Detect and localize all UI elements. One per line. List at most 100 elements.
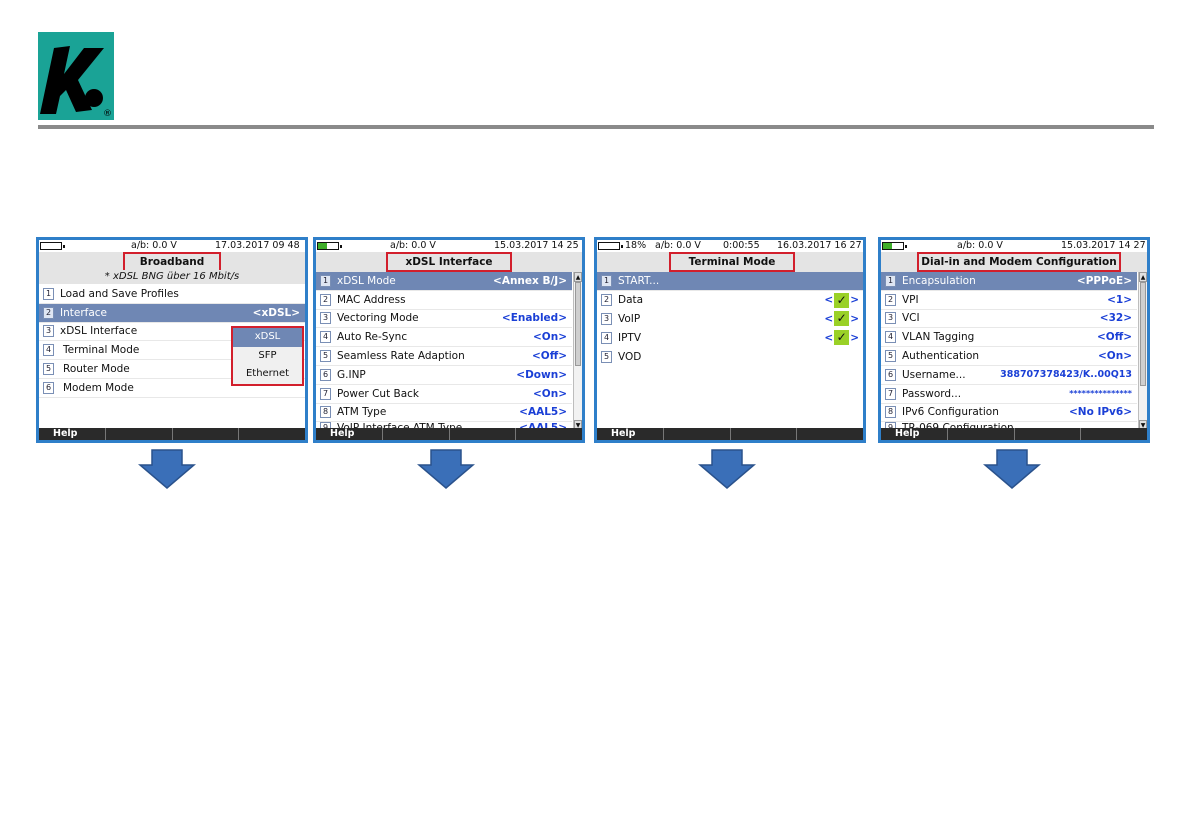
item-label: IPTV	[618, 331, 642, 344]
item-number: 3	[885, 312, 896, 325]
bracket-open: <	[824, 294, 834, 307]
item-number: 5	[320, 350, 331, 363]
item-number: 4	[601, 331, 612, 344]
checkmark-icon: ✓	[834, 292, 850, 308]
iptv-checkbox[interactable]: <✓>	[824, 330, 859, 346]
scroll-thumb[interactable]	[1140, 282, 1146, 386]
item-value: <On>	[1098, 350, 1132, 363]
softkey-3[interactable]	[731, 428, 798, 440]
softkey-2[interactable]	[664, 428, 731, 440]
item-value: <xDSL>	[252, 306, 300, 319]
help-softkey[interactable]: Help	[881, 428, 948, 440]
data-checkbox[interactable]: <✓>	[824, 292, 859, 308]
item-value: <1>	[1107, 293, 1132, 306]
softkey-3[interactable]	[173, 428, 240, 440]
softkey-3[interactable]	[450, 428, 517, 440]
line-voltage: a/b: 0.0 V	[957, 240, 1003, 251]
down-arrow-icon	[417, 449, 475, 489]
scroll-up-arrow-icon[interactable]: ▲	[574, 272, 582, 282]
dropdown-option-sfp[interactable]: SFP	[258, 349, 277, 361]
item-number: 3	[601, 312, 612, 325]
line-voltage: a/b: 0.0 V	[131, 240, 177, 251]
item-value: <Annex B/J>	[493, 274, 567, 287]
scrollbar[interactable]: ▲ ▼	[573, 272, 582, 430]
help-softkey[interactable]: Help	[316, 428, 383, 440]
help-softkey[interactable]: Help	[39, 428, 106, 440]
profile-subtitle: * xDSL BNG über 16 Mbit/s	[39, 270, 305, 284]
item-number: 6	[43, 381, 54, 394]
item-value: <On>	[533, 387, 567, 400]
datetime: 16.03.2017 16 27	[777, 240, 862, 251]
checkmark-icon: ✓	[834, 330, 850, 346]
softkey-2[interactable]	[106, 428, 173, 440]
item-number: 6	[320, 368, 331, 381]
item-number: 9	[885, 422, 896, 430]
status-bar: a/b: 0.0 V 15.03.2017 14 27	[881, 240, 1147, 252]
item-number: 1	[601, 274, 612, 287]
item-label: Terminal Mode	[63, 344, 140, 357]
item-label: xDSL Interface	[60, 325, 138, 338]
datetime: 17.03.2017 09 48	[215, 240, 300, 251]
screen-title: Broadband	[123, 252, 221, 272]
menu-item-iptv[interactable]: 4 IPTV <✓>	[597, 328, 863, 347]
softkey-2[interactable]	[383, 428, 450, 440]
item-value: <Off>	[531, 350, 567, 363]
item-value: 388707378423/K..00Q13	[1000, 369, 1132, 381]
scroll-thumb[interactable]	[575, 282, 581, 366]
item-number: 5	[601, 350, 612, 363]
scrollbar[interactable]: ▲ ▼	[1138, 272, 1147, 430]
screen-title: xDSL Interface	[386, 252, 512, 272]
dropdown-option-ethernet[interactable]: Ethernet	[245, 368, 290, 380]
item-value: <Off>	[1096, 331, 1132, 344]
item-value: ***************	[1069, 389, 1132, 399]
item-label: TR-069 Configuration	[902, 422, 1014, 431]
screen-broadband: a/b: 0.0 V 17.03.2017 09 48 Broadband * …	[36, 237, 308, 443]
softkey-4[interactable]	[1081, 428, 1147, 440]
interface-dropdown: xDSL SFP Ethernet	[231, 326, 304, 386]
softkey-4[interactable]	[516, 428, 582, 440]
softkey-4[interactable]	[239, 428, 305, 440]
item-label: ATM Type	[337, 406, 387, 419]
k-logo-icon	[40, 46, 104, 114]
softkey-2[interactable]	[948, 428, 1015, 440]
company-logo: ®	[38, 32, 114, 120]
voip-checkbox[interactable]: <✓>	[824, 311, 859, 327]
help-softkey[interactable]: Help	[597, 428, 664, 440]
item-value: <On>	[533, 331, 567, 344]
item-label: Data	[618, 294, 644, 307]
softkey-bar: Help	[39, 428, 305, 440]
softkey-4[interactable]	[797, 428, 863, 440]
softkey-3[interactable]	[1015, 428, 1082, 440]
scroll-up-arrow-icon[interactable]: ▲	[1139, 272, 1147, 282]
dropdown-option-xdsl[interactable]: xDSL	[233, 328, 302, 347]
